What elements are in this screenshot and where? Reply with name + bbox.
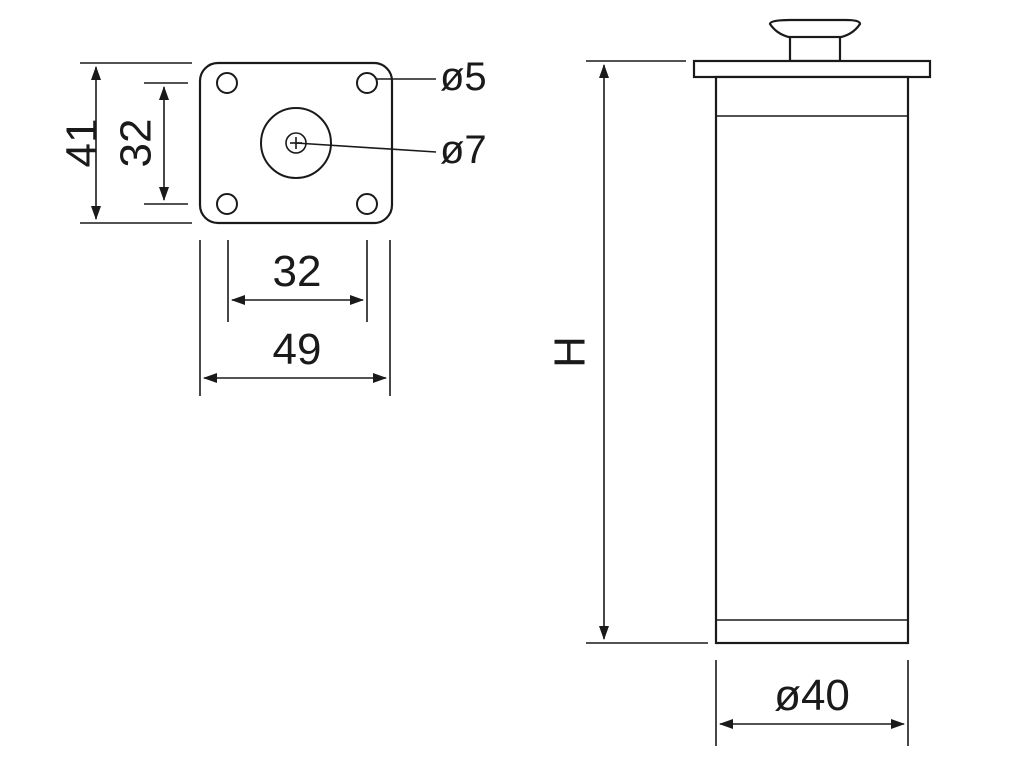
leg-top-flange <box>692 59 932 79</box>
dim-label-49: 49 <box>273 325 322 374</box>
leg-body <box>714 75 910 645</box>
dimension-leg-diameter: ø40 <box>715 660 909 746</box>
callout-hole-small: ø5 <box>377 55 487 99</box>
dimension-height-outer: 41 <box>58 62 192 224</box>
dim-label-32-horizontal: 32 <box>273 247 322 296</box>
dim-label-32-vertical: 32 <box>112 119 161 168</box>
screw-hole-bottom-left <box>216 193 238 215</box>
dimension-width-outer: 49 <box>199 240 391 396</box>
dimension-height-inner: 32 <box>112 82 188 205</box>
dim-label-41: 41 <box>58 119 107 168</box>
screw-hole-top-right <box>356 72 378 94</box>
dimension-leg-height: H <box>546 60 708 644</box>
furniture-leg <box>692 18 932 645</box>
screw-hole-top-left <box>216 72 238 94</box>
dimension-width-inner: 32 <box>227 240 368 322</box>
dim-label-d40: ø40 <box>774 671 850 720</box>
screw-hole-bottom-right <box>356 193 378 215</box>
callout-hole-center: ø7 <box>295 128 487 172</box>
callout-label-d7: ø7 <box>440 128 487 172</box>
leg-top-stem <box>788 35 842 63</box>
center-boss <box>260 107 332 179</box>
leg-top-cap <box>768 18 862 40</box>
callout-label-d5: ø5 <box>440 55 487 99</box>
dim-label-h: H <box>546 336 595 368</box>
